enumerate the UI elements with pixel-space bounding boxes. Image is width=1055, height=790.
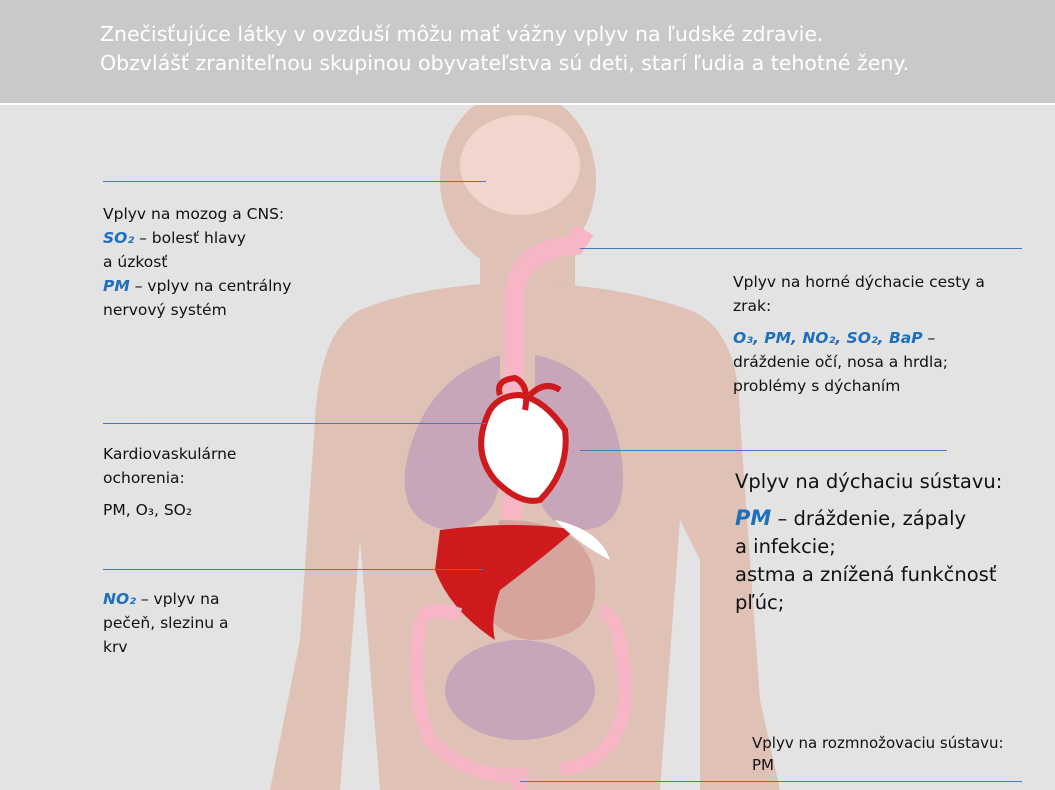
cardio-title-1: Kardiovaskulárne (103, 445, 237, 463)
respiratory-label: Vplyv na dýchaciu sústavu: PM – dráždeni… (735, 468, 1002, 617)
header-line-2: Obzvlášť zraniteľnou skupinou obyvateľst… (100, 51, 910, 75)
brain-icon (460, 115, 580, 215)
respiratory-title: Vplyv na dýchaciu sústavu: (735, 470, 1003, 493)
liver-icon (435, 525, 575, 640)
reproductive-pointer-line (520, 781, 1022, 782)
respiratory-effect-2b: pľúc; (735, 591, 785, 614)
respiratory-effect-1: – dráždenie, zápaly (771, 507, 967, 530)
trachea-esophagus (502, 224, 594, 531)
pollutant-pm: PM (103, 277, 130, 295)
pollutant-so2: SO₂ (103, 229, 135, 247)
liver-effect-1c: krv (103, 638, 128, 656)
brain-effect-2b: nervový systém (103, 301, 227, 319)
liver-pointer-line (103, 569, 483, 570)
cardio-label: Kardiovaskulárne ochorenia: PM, O₃, SO₂ (103, 442, 236, 522)
respiratory-effect-1b: a infekcie; (735, 535, 836, 558)
reproductive-title: Vplyv na rozmnožovaciu sústavu: (752, 734, 1004, 752)
respiratory-pointer-line (580, 450, 947, 451)
cardio-title-2: ochorenia: (103, 469, 185, 487)
reproductive-label: Vplyv na rozmnožovaciu sústavu: PM (752, 732, 1004, 776)
heart-icon (478, 374, 569, 504)
cardio-pointer-line (103, 423, 486, 424)
upper-pollutants: O₃, PM, NO₂, SO₂, BaP (733, 329, 923, 347)
brain-label: Vplyv na mozog a CNS: SO₂ – bolesť hlavy… (103, 202, 291, 322)
liver-label: NO₂ – vplyv na pečeň, slezinu a krv (103, 587, 229, 659)
upper-airways-label: Vplyv na horné dýchacie cesty a zrak: O₃… (733, 270, 985, 398)
brain-effect-1: – bolesť hlavy (134, 229, 246, 247)
reproductive-pollutant: PM (752, 756, 774, 774)
upper-airways-pointer-line (580, 248, 1022, 249)
liver-effect-1b: pečeň, slezinu a (103, 614, 229, 632)
upper-title-2: zrak: (733, 297, 772, 315)
header-banner: Znečisťujúce látky v ovzduší môžu mať vá… (0, 0, 1055, 105)
liver-effect-1: – vplyv na (135, 590, 220, 608)
upper-effect-1: dráždenie očí, nosa a hrdla; (733, 353, 949, 371)
header-line-1: Znečisťujúce látky v ovzduší môžu mať vá… (100, 22, 824, 46)
liver-pollutant: NO₂ (103, 590, 136, 608)
respiratory-effect-2: astma a znížená funkčnosť (735, 563, 997, 586)
brain-title: Vplyv na mozog a CNS: (103, 205, 285, 223)
small-intestine-icon (445, 640, 595, 740)
respiratory-pollutant: PM (735, 506, 772, 530)
upper-title-1: Vplyv na horné dýchacie cesty a (733, 273, 985, 291)
dash: – (922, 329, 936, 347)
brain-effect-1b: a úzkosť (103, 253, 168, 271)
spleen-icon (555, 520, 610, 560)
intestine-icon (409, 603, 633, 790)
brain-effect-2: – vplyv na centrálny (129, 277, 292, 295)
cardio-pollutants: PM, O₃, SO₂ (103, 501, 193, 519)
lungs-icon (404, 355, 624, 530)
brain-pointer-line (103, 181, 486, 182)
upper-effect-2: problémy s dýchaním (733, 377, 901, 395)
